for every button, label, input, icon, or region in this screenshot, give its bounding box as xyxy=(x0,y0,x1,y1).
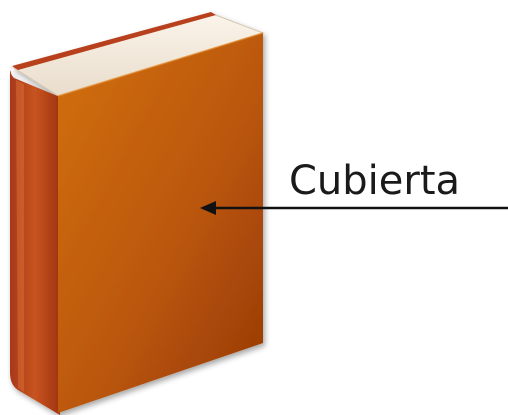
callout-arrow xyxy=(200,201,508,215)
book-cover xyxy=(58,33,263,413)
book xyxy=(10,12,265,415)
arrowhead-icon xyxy=(200,201,216,215)
callout-label: Cubierta xyxy=(289,158,460,204)
book-cover-edge xyxy=(57,32,264,97)
book-top-rim xyxy=(12,12,216,70)
book-spine-highlight xyxy=(16,80,24,392)
